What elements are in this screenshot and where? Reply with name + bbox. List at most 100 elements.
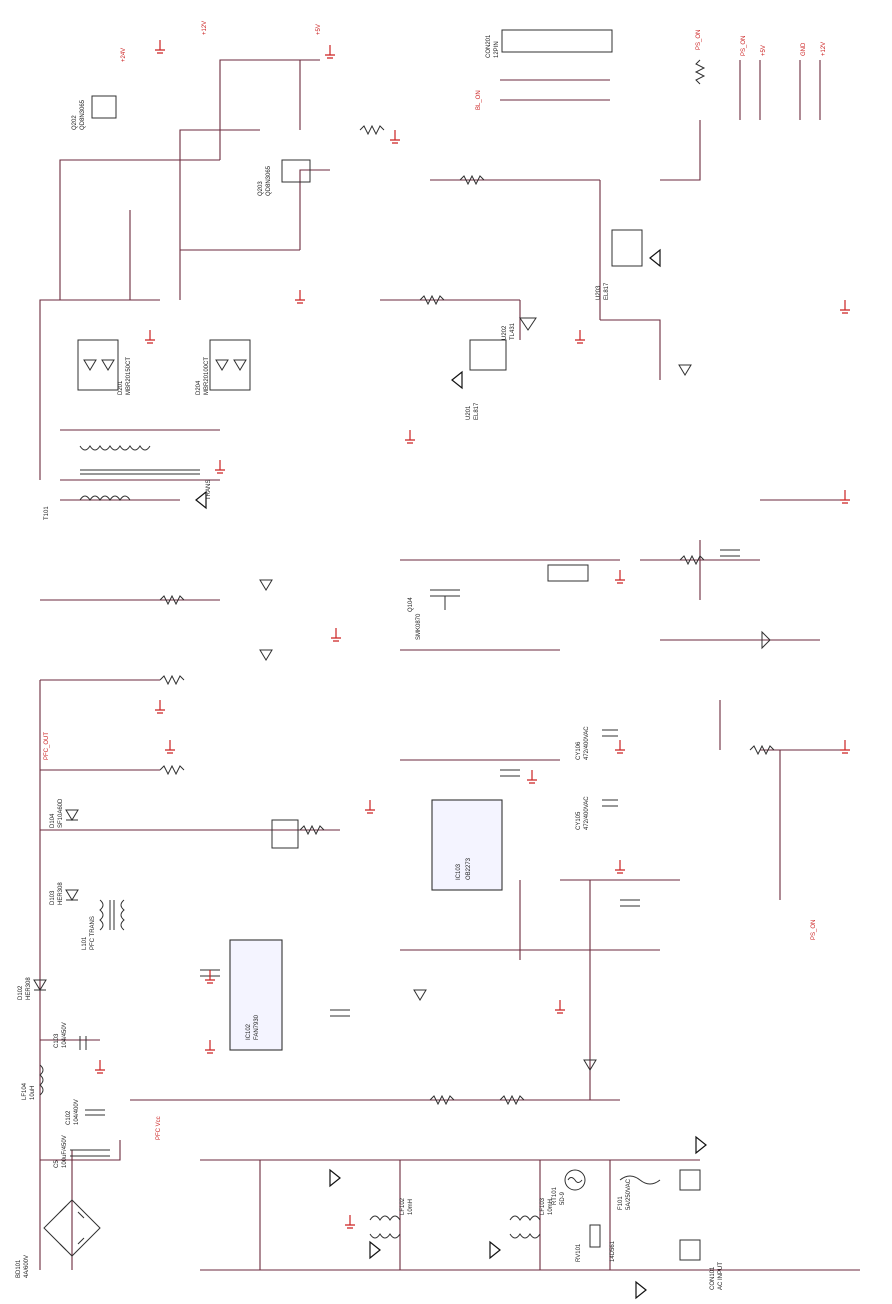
mosfet-q202: Q202 QD8N3065 <box>72 95 117 130</box>
warning-icon <box>635 1280 647 1300</box>
ic102-ref: IC102 <box>246 1023 252 1040</box>
cap-cy106: CY106 472/400VAC <box>576 726 618 760</box>
lf103-value: 10mH <box>548 1199 554 1215</box>
u201-ref: U201 <box>466 405 472 420</box>
warning-icon <box>369 1240 381 1260</box>
inductor-lf104: LF104 10uH <box>22 1064 44 1100</box>
d204-ref: D204 <box>196 380 202 395</box>
connector-con101: CON101 AC INPUT <box>679 1169 724 1290</box>
bridge-value: 4A/600V <box>24 1255 30 1278</box>
warning-marks <box>195 248 707 1300</box>
q104-value: SMK0870 <box>416 613 422 640</box>
u203-value: EL817 <box>604 282 610 300</box>
q202-ref: Q202 <box>72 115 78 130</box>
net-ps-on-top: PS_ON <box>696 30 702 50</box>
c103-value: 104/450V <box>62 1022 68 1048</box>
fuse-f101: F101 5A/250VAC <box>618 1175 661 1210</box>
rt101-ref: RT101 <box>552 1186 558 1205</box>
net-p12v-right: +12V <box>821 42 827 56</box>
f101-ref: F101 <box>618 1196 624 1210</box>
net-ps-on: PS_ON <box>741 36 747 56</box>
cy106-value: 472/400VAC <box>584 726 590 760</box>
l101-ref: L101 <box>82 936 88 950</box>
lf104-value: 10uH <box>30 1086 36 1100</box>
ic102-value: FAN7930 <box>254 1014 260 1040</box>
d104-ref: D104 <box>50 813 56 828</box>
net-p12v: +12V <box>202 21 208 35</box>
d201-value: MBR20150CT <box>126 357 132 395</box>
bridge-ref: BD101 <box>16 1259 22 1278</box>
mosfet-q203: Q203 QD8N3065 <box>258 159 311 196</box>
cap-cy105: CY105 472/400VAC <box>576 796 618 830</box>
c5-value: 100uF/450V <box>62 1135 68 1168</box>
connector-con201: CON201 12PIN <box>486 29 613 58</box>
warning-icon <box>649 248 661 268</box>
l101-value: PFC TRANS <box>90 916 96 950</box>
passive-parts <box>159 59 775 1106</box>
q203-value: QD8N3065 <box>266 165 272 196</box>
u201-value: EL817 <box>474 402 480 420</box>
f101-value: 5A/250VAC <box>626 1178 632 1210</box>
net-p5v: +5V <box>316 24 322 35</box>
pfc-inductor-l101: L101 PFC TRANS <box>82 899 125 950</box>
lf102-value: 10mH <box>408 1199 414 1215</box>
con201-value: 12PIN <box>494 41 500 58</box>
net-pfc-vcc: PFC Vcc <box>156 1116 162 1140</box>
diode-d103: D103 HER308 <box>50 882 79 905</box>
ic102-pfc-controller: IC102 FAN7930 <box>229 939 283 1051</box>
net-p5v-right: +5V <box>761 45 767 56</box>
u202-value: TL431 <box>510 322 516 340</box>
mosfet-q104: Q104 SMK0870 <box>408 589 460 640</box>
d103-ref: D103 <box>50 890 56 905</box>
d103-value: HER308 <box>58 882 64 905</box>
common-mode-choke-lf102: LF102 10mH <box>369 1197 414 1239</box>
net-ps-on-bottom: PS_ON <box>811 920 817 940</box>
warning-icon <box>195 490 207 510</box>
c102-value: 104/400V <box>74 1099 80 1125</box>
warning-icon <box>489 1240 501 1260</box>
net-gnd: GND <box>801 42 807 56</box>
d204-value: MBR20100CT <box>204 357 210 395</box>
t101-value: TRANS <box>206 480 212 500</box>
ic103-ref: IC103 <box>456 863 462 880</box>
common-mode-choke-lf103: LF103 10mH <box>509 1197 554 1239</box>
net-pfc-out: PFC_OUT <box>44 732 50 760</box>
net-bl-on: BL_ON <box>476 90 482 110</box>
transformer-t101: T101 TRANS <box>44 445 212 520</box>
ground-symbols <box>95 40 850 1229</box>
rv101-ref: RV101 <box>576 1243 582 1262</box>
u202-ref: U202 <box>502 325 508 340</box>
lf102-ref: LF102 <box>400 1197 406 1215</box>
d104-value: SF10A60D <box>58 798 64 828</box>
net-labels: PFC_OUT PFC Vcc +5V +12V +24V PS_ON +5V … <box>44 21 827 1140</box>
diode-d204: D204 MBR20100CT <box>196 339 251 395</box>
shunt-regulator-u202: U202 TL431 <box>502 317 537 340</box>
bridge-rectifier: BD101 4A/600V <box>16 1199 101 1278</box>
diode-d201: D201 MBR20150CT <box>77 339 132 395</box>
cap-c102: C102 104/400V <box>66 1099 105 1125</box>
lf103-ref: LF103 <box>540 1197 546 1215</box>
thermistor-rt101: RT101 5D-9 <box>552 1169 586 1205</box>
diode-d102: D102 HER308 <box>18 977 47 1000</box>
t101-ref: T101 <box>44 506 50 520</box>
varistor-rv101: RV101 14D561 <box>576 1224 616 1262</box>
diode-d104: D104 SF10A60D <box>50 798 79 828</box>
c102-ref: C102 <box>66 1110 72 1125</box>
cy106-ref: CY106 <box>576 741 582 760</box>
optocoupler-u201: U201 EL817 <box>466 339 507 420</box>
con101-ref: CON101 <box>710 1266 716 1290</box>
c5-ref: C5 <box>54 1160 60 1168</box>
rv101-value: 14D561 <box>610 1240 616 1262</box>
warning-icon <box>329 1168 341 1188</box>
net-p24v: +24V <box>121 48 127 62</box>
cap-c103: C103 104/450V <box>54 1022 87 1050</box>
ic103-value: OB2273 <box>466 857 472 880</box>
d102-value: HER308 <box>26 977 32 1000</box>
cy105-ref: CY105 <box>576 811 582 830</box>
q104-ref: Q104 <box>408 597 414 612</box>
components: BD101 4A/600V C5 100uF/450V C102 104/400… <box>16 29 850 1300</box>
q203-ref: Q203 <box>258 181 264 196</box>
con201-ref: CON201 <box>486 34 492 58</box>
wiring <box>39 59 860 1271</box>
ic103-pwm-controller: IC103 OB2273 <box>431 799 503 891</box>
